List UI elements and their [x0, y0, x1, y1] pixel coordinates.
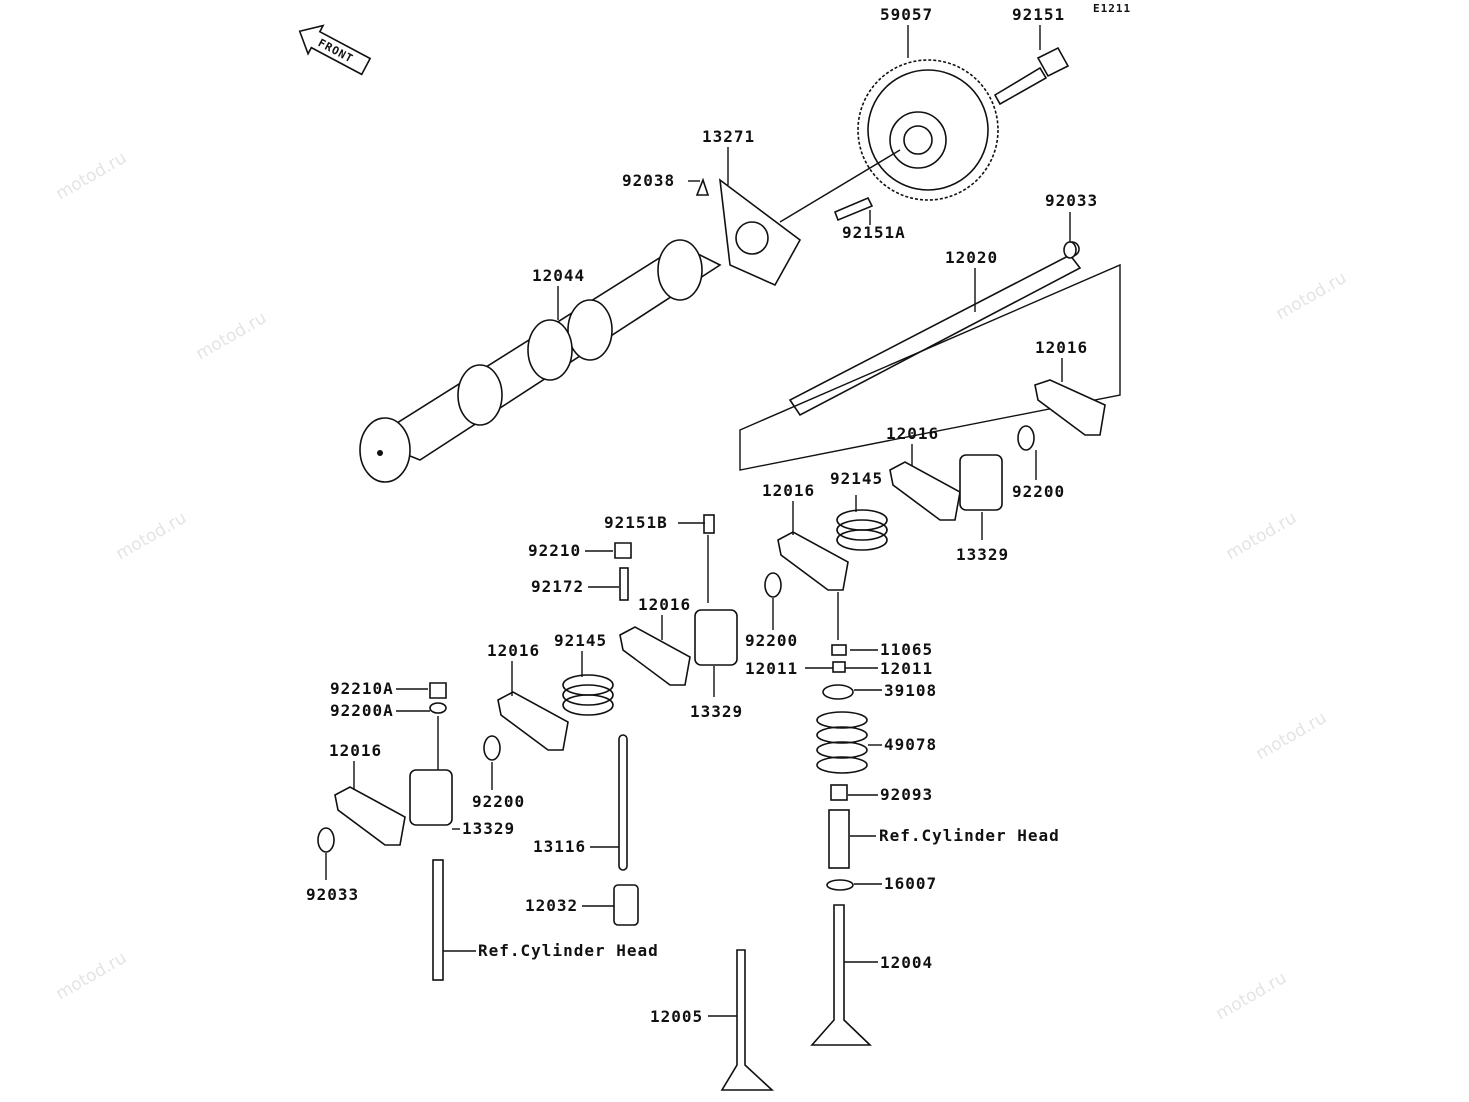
- rocker-holders: [409, 454, 1003, 826]
- label-12032: 12032: [525, 896, 578, 915]
- label-12016: 12016: [886, 424, 939, 443]
- label-92200: 92200: [745, 631, 798, 650]
- label-13116: 13116: [533, 837, 586, 856]
- label-13329: 13329: [956, 545, 1009, 564]
- label-39108: 39108: [884, 681, 937, 700]
- label-12011: 12011: [745, 659, 798, 678]
- label-12016: 12016: [329, 741, 382, 760]
- label-92151B: 92151B: [604, 513, 668, 532]
- bolt-92151A: [833, 196, 874, 222]
- label-12016: 12016: [762, 481, 815, 500]
- front-arrow-icon: FRONT: [298, 24, 372, 76]
- label-92145: 92145: [830, 469, 883, 488]
- label-13271: 13271: [702, 127, 755, 146]
- label-49078: 49078: [884, 735, 937, 754]
- label-12044: 12044: [532, 266, 585, 285]
- label-12016: 12016: [487, 641, 540, 660]
- leader-lines: [325, 25, 1071, 1017]
- camshaft: [359, 177, 722, 483]
- label-ref-cylinder-head: Ref.Cylinder Head: [478, 941, 659, 960]
- label-92093: 92093: [880, 785, 933, 804]
- label-12020: 12020: [945, 248, 998, 267]
- label-92172: 92172: [531, 577, 584, 596]
- label-16007: 16007: [884, 874, 937, 893]
- watermark-text: motod.ru: [53, 148, 131, 204]
- label-12016: 12016: [1035, 338, 1088, 357]
- label-92038: 92038: [622, 171, 675, 190]
- watermark-text: motod.ru: [1223, 508, 1301, 564]
- label-ref-cylinder-head: Ref.Cylinder Head: [879, 826, 1060, 845]
- label-92210: 92210: [528, 541, 581, 560]
- label-92200A: 92200A: [330, 701, 394, 720]
- watermark-text: motod.ru: [1253, 708, 1331, 764]
- label-59057: 59057: [880, 5, 933, 24]
- springs: [562, 509, 888, 774]
- label-92033: 92033: [1045, 191, 1098, 210]
- label-13329: 13329: [690, 702, 743, 721]
- part-labels: 59057 92151 13271 92038 92033 92151A 120…: [306, 5, 1098, 1026]
- watermark-text: motod.ru: [53, 948, 131, 1004]
- label-12004: 12004: [880, 953, 933, 972]
- watermark-text: motod.ru: [1213, 968, 1291, 1024]
- watermark-text: motod.ru: [193, 308, 271, 364]
- watermark-text: motod.ru: [1273, 268, 1351, 324]
- label-12005: 12005: [650, 1007, 703, 1026]
- label-92200: 92200: [1012, 482, 1065, 501]
- label-92151: 92151: [1012, 5, 1065, 24]
- cam-gear: [857, 59, 999, 201]
- label-12011: 12011: [880, 659, 933, 678]
- label-92210A: 92210A: [330, 679, 394, 698]
- diagram-code: E1211: [1093, 2, 1131, 15]
- bolt: [993, 46, 1070, 106]
- label-11065: 11065: [880, 640, 933, 659]
- label-92145: 92145: [554, 631, 607, 650]
- label-92200: 92200: [472, 792, 525, 811]
- pushrods-valves: [432, 734, 872, 1091]
- label-92151A: 92151A: [842, 223, 906, 242]
- rocker-arms: [334, 379, 1106, 846]
- watermark-text: motod.ru: [113, 508, 191, 564]
- label-13329: 13329: [462, 819, 515, 838]
- washers: [317, 241, 1077, 891]
- label-12016: 12016: [638, 595, 691, 614]
- label-92033: 92033: [306, 885, 359, 904]
